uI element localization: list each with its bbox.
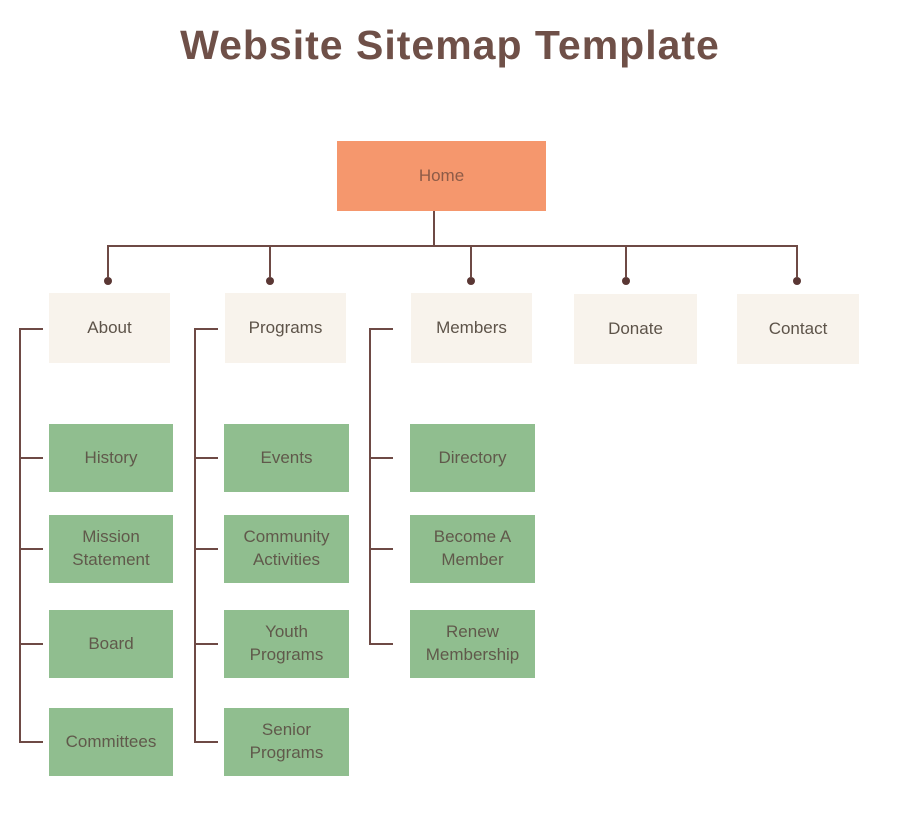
node-history: History: [49, 424, 173, 492]
connector-drop-about: [107, 246, 109, 277]
bracket-programs-stub-youth: [194, 643, 218, 645]
node-youth-programs: Youth Programs: [224, 610, 349, 678]
connector-top-rail: [107, 245, 798, 247]
node-senior-programs: Senior Programs: [224, 708, 349, 776]
junction-dot-programs: [266, 277, 274, 285]
page-title: Website Sitemap Template: [180, 22, 720, 68]
node-committees: Committees: [49, 708, 173, 776]
bracket-about-stub-committees: [19, 741, 43, 743]
bracket-members-vertical: [369, 328, 371, 645]
bracket-programs-stub-section: [194, 328, 218, 330]
bracket-members-stub-renew: [369, 643, 393, 645]
bracket-programs-stub-events: [194, 457, 218, 459]
node-members: Members: [411, 293, 532, 363]
node-become-a-member: Become A Member: [410, 515, 535, 583]
node-directory: Directory: [410, 424, 535, 492]
junction-dot-members: [467, 277, 475, 285]
junction-dot-donate: [622, 277, 630, 285]
node-board: Board: [49, 610, 173, 678]
node-home: Home: [337, 141, 546, 211]
connector-drop-donate: [625, 246, 627, 277]
connector-drop-programs: [269, 246, 271, 277]
node-renew-membership: Renew Membership: [410, 610, 535, 678]
connector-drop-contact: [796, 246, 798, 277]
bracket-programs-vertical: [194, 328, 196, 743]
connector-drop-members: [470, 246, 472, 277]
bracket-about-stub-section: [19, 328, 43, 330]
bracket-programs-stub-senior: [194, 741, 218, 743]
node-programs: Programs: [225, 293, 346, 363]
node-mission-statement: Mission Statement: [49, 515, 173, 583]
bracket-about-vertical: [19, 328, 21, 743]
bracket-about-stub-history: [19, 457, 43, 459]
junction-dot-about: [104, 277, 112, 285]
node-contact: Contact: [737, 294, 859, 364]
bracket-members-stub-section: [369, 328, 393, 330]
connector-home-drop: [433, 211, 435, 246]
bracket-members-stub-directory: [369, 457, 393, 459]
node-events: Events: [224, 424, 349, 492]
junction-dot-contact: [793, 277, 801, 285]
bracket-programs-stub-community: [194, 548, 218, 550]
node-donate: Donate: [574, 294, 697, 364]
bracket-about-stub-board: [19, 643, 43, 645]
node-community-activities: Community Activities: [224, 515, 349, 583]
node-about: About: [49, 293, 170, 363]
bracket-about-stub-mission: [19, 548, 43, 550]
bracket-members-stub-become: [369, 548, 393, 550]
